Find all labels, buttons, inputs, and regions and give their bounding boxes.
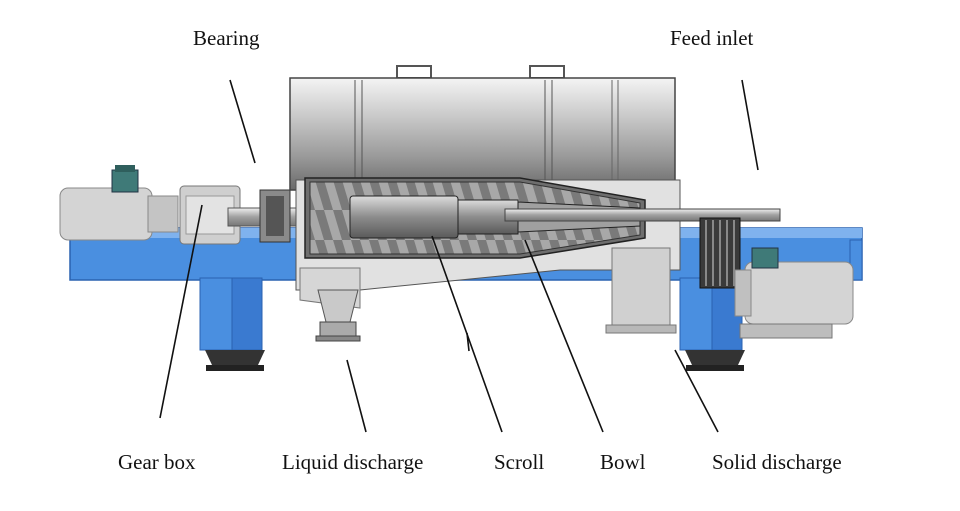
- leader-gear-box: [159, 204, 203, 419]
- liquid-discharge-outlet: [315, 289, 361, 342]
- top-cover: [289, 65, 676, 191]
- scroll: [349, 195, 781, 239]
- label-bowl: Bowl: [600, 450, 646, 474]
- pulley-belt: [699, 217, 741, 289]
- mount-feet: [205, 350, 745, 371]
- label-feed-inlet: Feed inlet: [670, 26, 754, 50]
- back-drive-motor: [734, 247, 854, 339]
- label-solid-discharge: Solid discharge: [712, 450, 842, 474]
- main-motor: [59, 165, 179, 241]
- leader-liquid-discharge: [346, 359, 367, 433]
- label-scroll: Scroll: [494, 450, 545, 474]
- label-gear-box: Gear box: [118, 450, 196, 474]
- label-liquid-discharge: Liquid discharge: [282, 450, 424, 474]
- label-bearing: Bearing: [193, 26, 260, 50]
- leader-solid-discharge: [674, 349, 719, 433]
- leader-feed-inlet: [741, 79, 759, 171]
- leader-lines: [159, 79, 759, 433]
- leader-bowl: [524, 239, 604, 433]
- gear-box: [179, 185, 241, 245]
- leader-bearing: [229, 79, 256, 164]
